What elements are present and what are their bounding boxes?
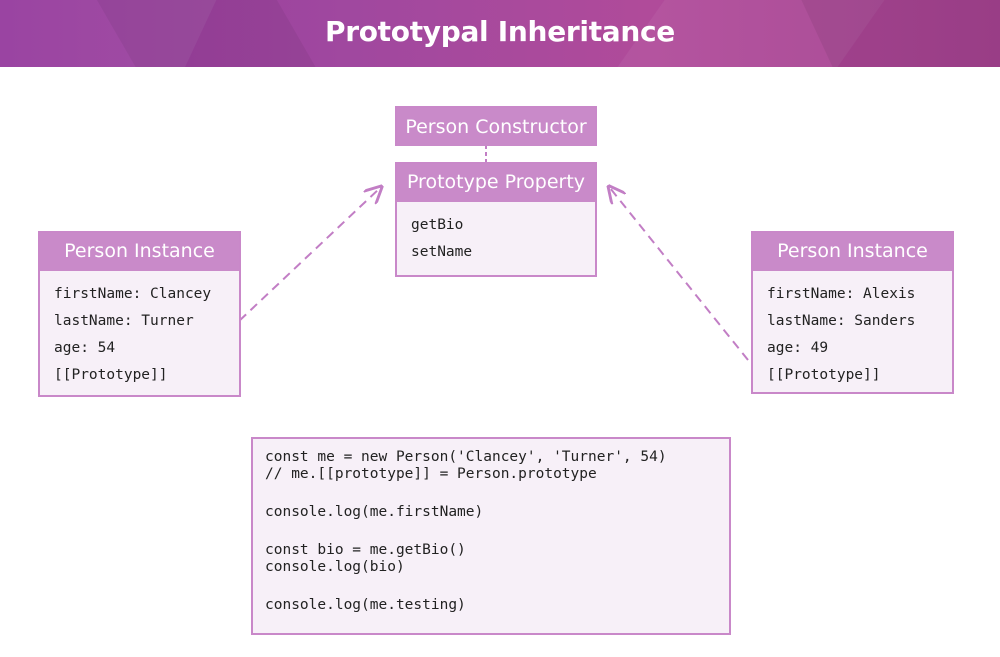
instance-fields: firstName: Alexis lastName: Sanders age:… (753, 271, 952, 389)
instance-field: firstName: Clancey (54, 286, 212, 302)
prototype-property-box: Prototype Property getBio setName (395, 162, 597, 277)
method-item: getBio (411, 217, 464, 233)
instance-field: lastName: Sanders (767, 313, 916, 329)
code-line: const me = new Person('Clancey', 'Turner… (265, 449, 667, 465)
code-spacer (265, 576, 729, 597)
person-instance-right: Person Instance firstName: Alexis lastNa… (751, 231, 954, 394)
instance-field: firstName: Alexis (767, 286, 916, 302)
code-line: // me.[[prototype]] = Person.prototype (265, 466, 597, 482)
instance-label: Person Instance (753, 233, 952, 271)
instance-field: age: 54 (54, 340, 116, 356)
code-line: console.log(bio) (265, 559, 405, 575)
instance-field: lastName: Turner (54, 313, 194, 329)
constructor-label: Person Constructor (397, 108, 595, 146)
code-snippet: const me = new Person('Clancey', 'Turner… (251, 437, 731, 635)
instance-field: [[Prototype]] (54, 367, 168, 383)
prototype-label: Prototype Property (397, 164, 595, 202)
code-spacer (265, 483, 729, 504)
prototype-methods: getBio setName (397, 202, 595, 266)
page-title: Prototypal Inheritance (325, 15, 675, 48)
instance-field: [[Prototype]] (767, 367, 881, 383)
instance-label: Person Instance (40, 233, 239, 271)
code-line: const bio = me.getBio() (265, 542, 466, 558)
person-instance-left: Person Instance firstName: Clancey lastN… (38, 231, 241, 397)
right-prototype-arrow (610, 188, 749, 361)
title-banner: Prototypal Inheritance (0, 0, 1000, 67)
instance-field: age: 49 (767, 340, 829, 356)
code-spacer (265, 521, 729, 542)
method-item: setName (411, 244, 473, 260)
instance-fields: firstName: Clancey lastName: Turner age:… (40, 271, 239, 389)
person-constructor-box: Person Constructor (395, 106, 597, 146)
code-line: console.log(me.testing) (265, 597, 466, 613)
code-line: console.log(me.firstName) (265, 504, 484, 520)
